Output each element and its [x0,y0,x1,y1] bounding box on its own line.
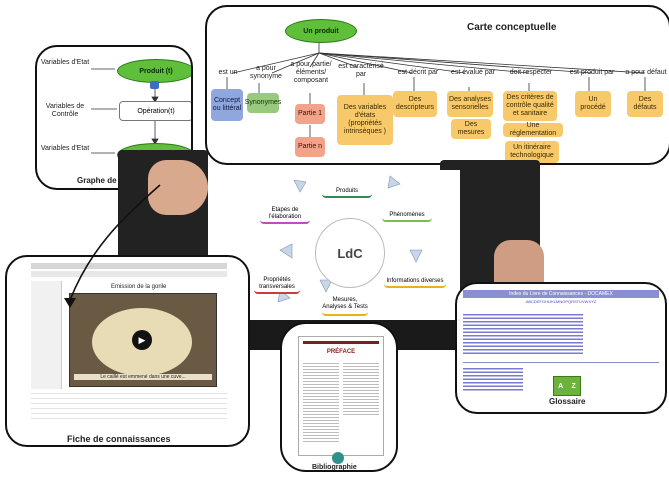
control-variables-label: Variables de Contrôle [45,103,85,118]
hub-item-produits[interactable]: Produits [322,186,372,198]
glossary-entries-a [463,312,583,356]
node-reglementation[interactable]: Une réglementation [503,122,563,137]
node-analyses-sensorielles[interactable]: Des analyses sensorielles [447,91,493,117]
knowledge-sheet-panel: Emission de la gorile ▶ Le caillé est em… [5,255,250,447]
glossary-divider [463,362,659,363]
node-descripteurs[interactable]: Des descripteurs [393,91,437,117]
relation-defaut: a pour défaut [625,69,667,76]
node-concept-litteral[interactable]: Concept ou littéral [211,89,243,121]
hub-item-mesures[interactable]: Mesures, Analyses & Tests [322,294,368,316]
relation-evalue: est évalué par [451,69,495,76]
video-caption: Le caillé est emmené dans une cuve... [74,374,212,380]
process-graph-caption: Graphe de procédé [77,176,150,185]
process-graph-arrows [91,68,159,154]
glossary-panel: Index du Livre de Connaissances - DOCAME… [455,282,667,414]
bibliography-panel: PRÉFACE Bibliographie [280,322,398,472]
state-variables-label-bottom: Variables d'Etat [40,145,90,152]
relation-respecter: doit respecter [509,69,553,76]
ldc-logo-text: LdC [337,245,363,261]
play-button[interactable]: ▶ [132,330,152,350]
relation-decrit: est décrit par [397,69,439,76]
glossary-logo-z: Z [571,382,576,390]
hub-item-proprietes[interactable]: Propriétés transversales [254,276,300,294]
node-mesures[interactable]: Des mesures [451,119,491,139]
sheet-header-bar-2 [31,271,227,277]
node-itineraire[interactable]: Un itinéraire technologique [505,141,559,163]
process-graph-panel: Variables d'Etat Variables de Contrôle V… [35,45,193,190]
hub-item-informations[interactable]: Informations diverses [384,276,446,288]
document-text-col-2 [343,361,379,417]
glossary-letters[interactable]: ABCDEFGHIJKLMNOPQRSTUVWXYZ [525,299,597,304]
node-procede[interactable]: Un procédé [575,91,611,117]
video-player[interactable]: ▶ Le caillé est emmené dans une cuve... [69,293,217,387]
document-title: PRÉFACE [326,349,356,355]
product-t-node[interactable]: Produit (t) [117,59,191,83]
node-partie-1[interactable]: Partie 1 [295,104,325,124]
bibliography-caption: Bibliographie [312,464,357,471]
concept-map-links [226,39,646,137]
document-page: PRÉFACE [298,336,384,456]
ldc-logo[interactable]: LdC [315,218,385,288]
knowledge-sheet-caption: Fiche de connaissances [67,434,171,444]
sheet-heading: Emission de la gorile [111,284,167,290]
sheet-rows [31,389,227,421]
relation-est-un: est un [218,69,238,76]
relation-partie: a pour partie/ éléments/ composant [290,61,332,84]
operation-node[interactable]: Opération(t) [119,101,191,121]
link-icon-top[interactable] [150,81,159,89]
hub-item-phenomenes[interactable]: Phénomènes [382,210,432,222]
relation-produit-par: est produit par [569,69,615,76]
glossary-logo-a: A [558,382,564,390]
glossary-entries-b [463,366,523,392]
bibliography-icon[interactable] [332,452,344,464]
relation-synonyme: a pour synonyme [250,65,282,80]
hub-item-etapes[interactable]: Etapes de l'élaboration [260,206,310,224]
document-text-col-1 [303,361,339,443]
node-defauts[interactable]: Des défauts [627,91,663,117]
glossary-az-icon[interactable]: A Z [553,376,581,396]
glossary-header: Index du Livre de Connaissances - DOCAME… [463,290,659,298]
node-criteres[interactable]: Des critères de contrôle qualité et sani… [503,91,557,121]
node-synonymes[interactable]: Synonymes [245,93,281,113]
document-header-bar [303,341,379,344]
concept-map-title: Carte conceptuelle [467,22,557,33]
node-variables-etats[interactable]: Des variables d'états (propriétés intrin… [337,95,393,145]
concept-map-panel: Un produit Carte conceptuelle est un a p… [205,5,669,165]
hub-diagram: LdC Produits Phénomènes Informations div… [240,170,460,320]
glossary-caption: Glossaire [549,397,586,406]
relation-caracterise: est caractérisé par [338,63,384,78]
concept-root-node[interactable]: Un produit [285,19,357,43]
node-partie-n[interactable]: Partie n [295,137,325,157]
state-variables-label-top: Variables d'Etat [40,59,90,66]
sheet-header-bar [31,263,227,269]
sheet-sidebar [31,281,62,405]
